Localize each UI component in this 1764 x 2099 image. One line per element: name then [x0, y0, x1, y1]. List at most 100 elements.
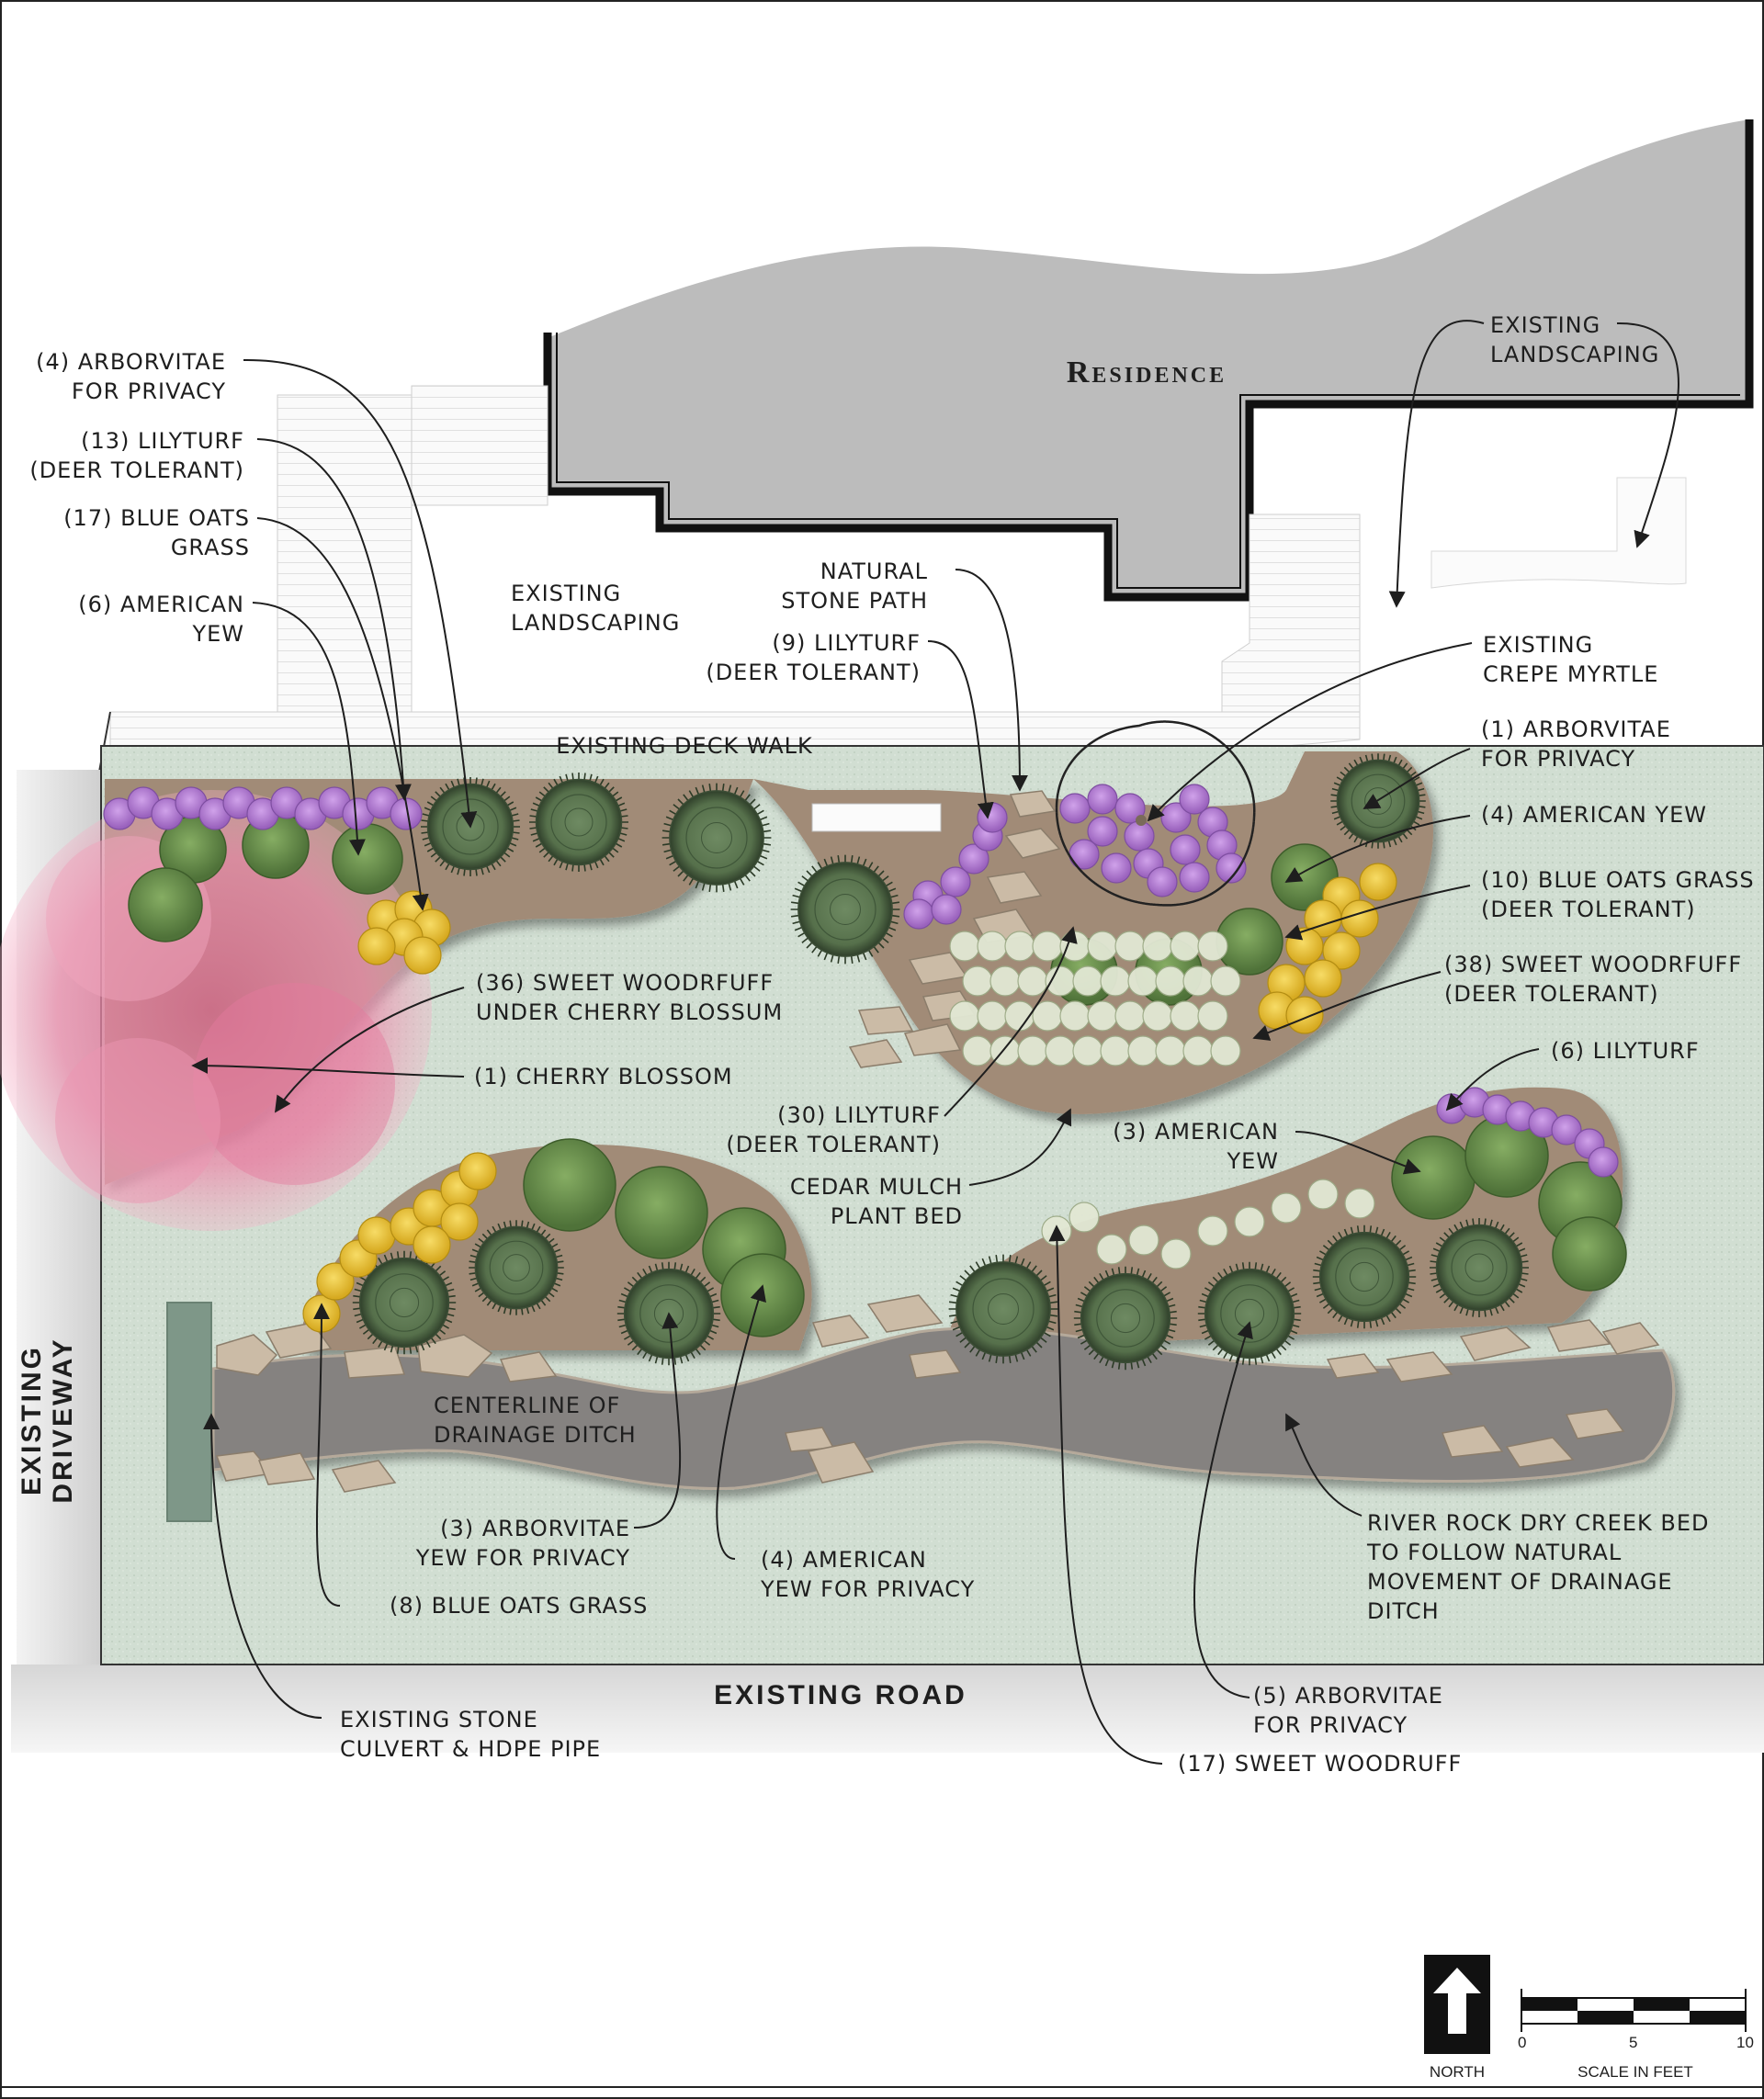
callout-blue-oats-10: (10) BLUE OATS GRASS(DEER TOLERANT) [1481, 867, 1755, 922]
dry-creek-bed [211, 1326, 1676, 1490]
driveway-label: EXISTING DRIVEWAY [17, 1337, 78, 1504]
sweet-woodruff-symbol [1100, 1035, 1131, 1066]
lilyturf-symbol [1588, 1146, 1619, 1178]
arborvitae-symbol [352, 1250, 457, 1355]
arborvitae-symbol [469, 1220, 564, 1315]
sweet-woodruff-symbol [1059, 931, 1091, 962]
blue-oats-grass-symbol [440, 1202, 479, 1241]
sweet-woodruff-symbol [1072, 1035, 1103, 1066]
sweet-woodruff-symbol [1142, 1000, 1173, 1032]
sweet-woodruff-symbol [1155, 1035, 1186, 1066]
sweet-woodruff-symbol [1069, 1202, 1100, 1233]
blue-oats-grass-symbol [413, 1225, 451, 1264]
sweet-woodruff-symbol [1160, 1238, 1192, 1270]
sweet-woodruff-symbol [1210, 965, 1241, 997]
lilyturf-symbol [1179, 862, 1210, 893]
crepe-myrtle-trunk [1136, 815, 1147, 826]
sweet-woodruff-symbol [977, 1000, 1008, 1032]
sweet-woodruff-plants [949, 931, 1375, 1270]
lilyturf-symbol [1101, 852, 1132, 884]
callout-lilyturf-13: (13) LILYTURF(DEER TOLERANT) [29, 428, 244, 483]
deck-step [811, 803, 942, 832]
arborvitae-plants [352, 753, 1529, 1371]
arborvitae-symbol [1073, 1266, 1178, 1371]
sweet-woodruff-symbol [1170, 931, 1201, 962]
cherry-blossom [0, 790, 432, 1231]
residence-wall [543, 119, 1754, 602]
sweet-woodruff-symbol [1114, 931, 1146, 962]
lilyturf-symbol [1170, 834, 1201, 865]
sweet-woodruff-symbol [1155, 965, 1186, 997]
arborvitae-symbol [421, 777, 520, 876]
sweet-woodruff-symbol [1087, 1000, 1118, 1032]
road-label: EXISTING ROAD [714, 1680, 967, 1710]
arborvitae-symbol [529, 773, 628, 872]
lilyturf-symbol [903, 898, 934, 930]
arborvitae-symbol [948, 1254, 1058, 1364]
blue-oats-grass-symbol [1340, 899, 1379, 938]
existing-road [11, 1665, 1764, 1753]
american-yew-symbol [615, 1166, 708, 1259]
deck-walk-label: EXISTING DECK WALK [556, 733, 813, 759]
sweet-woodruff-symbol [1197, 931, 1228, 962]
american-yew-symbol [523, 1138, 616, 1232]
sweet-woodruff-symbol [1344, 1188, 1375, 1219]
residence-title: Residence [1066, 355, 1227, 389]
lilyturf-symbol [1216, 852, 1247, 884]
sweet-woodruff-symbol [989, 965, 1021, 997]
sweet-woodruff-symbol [1045, 1035, 1076, 1066]
american-yew-symbol [332, 823, 403, 895]
sweet-woodruff-symbol [1307, 1179, 1339, 1210]
north-arrow [1424, 1955, 1490, 2054]
north-label: NORTH [1429, 2063, 1486, 2081]
arborvitae-symbol [1197, 1261, 1302, 1366]
scale-tick-0: 0 [1518, 2034, 1527, 2051]
callout-lilyturf-6: (6) LILYTURF [1551, 1038, 1700, 1064]
blue-oats-grass-symbol [1359, 863, 1397, 901]
sweet-woodruff-symbol [1059, 1000, 1091, 1032]
arborvitae-symbol [1312, 1224, 1417, 1329]
sweet-woodruff-symbol [1096, 1234, 1127, 1265]
sweet-woodruff-symbol [1128, 1224, 1159, 1256]
residence-wall-inner [556, 333, 1740, 589]
arborvitae-symbol [1430, 1218, 1529, 1317]
american-yew-symbol [1391, 1135, 1476, 1220]
crepe-myrtle-outline [1055, 720, 1256, 907]
sweet-woodruff-symbol [949, 931, 980, 962]
sweet-woodruff-symbol [1182, 1035, 1214, 1066]
scale-bar [1521, 1989, 1747, 2032]
sweet-woodruff-symbol [1197, 1000, 1228, 1032]
blue-oats-grass-symbol [357, 1216, 396, 1255]
sweet-woodruff-symbol [1087, 931, 1118, 962]
sweet-woodruff-symbol [1017, 965, 1048, 997]
lilyturf-symbol [931, 894, 962, 925]
american-yew-symbol [1552, 1216, 1627, 1292]
lilyturf-symbol [1087, 816, 1118, 847]
sweet-woodruff-symbol [1127, 1035, 1159, 1066]
american-yew-symbol [128, 867, 203, 942]
sweet-woodruff-symbol [1100, 965, 1131, 997]
callout-sweet-woodruff-17: (17) SWEET WOODRUFF [1178, 1751, 1463, 1777]
lilyturf-symbol [1059, 793, 1091, 824]
sweet-woodruff-symbol [1170, 1000, 1201, 1032]
callout-sweet-woodruff-38: (38) SWEET WOODRFUFF(DEER TOLERANT) [1444, 952, 1743, 1007]
blue-oats-grass-symbol [403, 936, 442, 975]
sweet-woodruff-symbol [977, 931, 1008, 962]
sweet-woodruff-symbol [962, 1035, 993, 1066]
sweet-woodruff-symbol [1114, 1000, 1146, 1032]
lilyturf-symbol [958, 843, 989, 875]
lilyturf-symbol [1087, 784, 1118, 815]
lilyturf-symbol [1179, 784, 1210, 815]
sweet-woodruff-symbol [1045, 965, 1076, 997]
side-walk-right [1430, 477, 1687, 589]
